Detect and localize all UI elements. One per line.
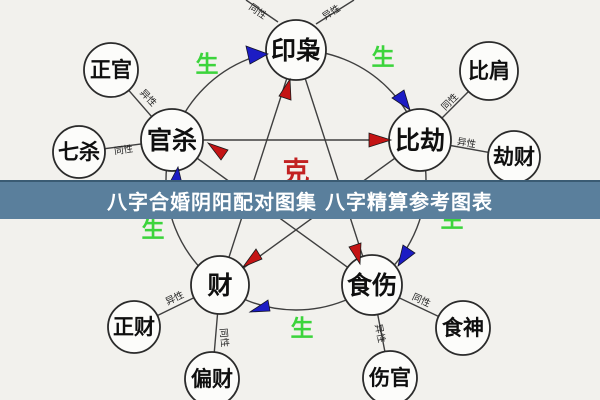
arrow-ke-yinxiao-to-shishang [348,242,362,266]
node-piancai-circle [184,351,240,400]
main-node-labels: 印枭 官杀 比劫 财 食伤 [147,36,445,300]
node-yinxiao-circle [265,19,327,81]
polarity-qisha: 同性 [113,143,134,158]
node-cai-circle [190,255,250,315]
main-node-circles [140,19,452,316]
node-zhengguan-circle [83,42,139,98]
node-shangguan-circle [362,350,418,400]
node-qisha-label: 七杀 [58,140,100,164]
arrow-ke-shishang-to-guansha [206,142,229,161]
node-shishen-circle [435,300,491,356]
node-shishang-circle [341,254,403,316]
arrow-sheng-guansha-to-yinxiao [245,45,269,65]
arrow-sheng-shishang-to-cai [248,299,271,313]
node-bijian-label: 比肩 [468,59,510,83]
polarity-jiecai: 异性 [456,135,477,150]
node-bijian-circle [459,41,519,101]
polarity-zhengguan: 异性 [137,87,159,109]
node-guansha-label: 官杀 [147,126,197,155]
arrow-ke-cai-to-yinxiao [278,77,292,101]
node-zhengcai-label: 正财 [113,315,155,339]
node-piancai-label: 偏财 [191,367,233,391]
node-zhengcai-circle [107,300,161,354]
connector-yinxiao-offscreen-right [315,0,355,25]
satellite-node-labels: 正官 七杀 比肩 劫财 正财 偏财 食神 伤官 [58,58,535,391]
polarity-yinxiao-right: 异性 [320,2,343,23]
arrow-ke-guansha-to-bijie [368,132,393,148]
polarity-piancai: 同性 [217,328,231,348]
satellite-node-circles [52,41,541,400]
sheng-label-shishang-cai: 生 [291,316,314,342]
arrow-sheng-yinxiao-to-bijie [391,89,411,111]
sheng-label-guansha-yinxiao: 生 [196,52,219,78]
arrow-ke-bijie-to-cai [241,248,263,268]
node-bijie-label: 比劫 [395,126,445,155]
generate-arrows [167,45,416,313]
polarity-zhengcai: 异性 [164,289,187,308]
node-cai-label: 财 [207,271,232,300]
polarity-yinxiao-left: 同性 [246,1,269,22]
connector-yinxiao-offscreen-left [245,0,279,23]
caption-banner: 八字合婚阴阳配对图集 八字精算参考图表 [0,180,600,219]
node-jiecai-label: 劫财 [493,145,535,169]
node-qisha-circle [52,125,106,179]
polarity-shishen: 同性 [410,291,433,310]
arrow-sheng-bijie-to-shishang [397,244,416,268]
polarity-bijian: 同性 [439,91,461,113]
overcome-arrows [206,77,393,268]
node-zhengguan-label: 正官 [90,58,132,82]
caption-banner-title: 八字合婚阴阳配对图集 八字精算参考图表 [107,190,493,214]
polarity-shangguan: 异性 [372,323,388,344]
node-guansha-circle [140,108,204,172]
sheng-label-yinxiao-bijie: 生 [372,45,395,71]
node-shangguan-label: 伤官 [368,366,411,390]
node-yinxiao-label: 印枭 [271,36,321,65]
node-shishen-label: 食神 [442,316,484,340]
sheng-label-cai-guansha: 生 [142,217,165,243]
node-shishang-label: 食伤 [347,271,397,300]
